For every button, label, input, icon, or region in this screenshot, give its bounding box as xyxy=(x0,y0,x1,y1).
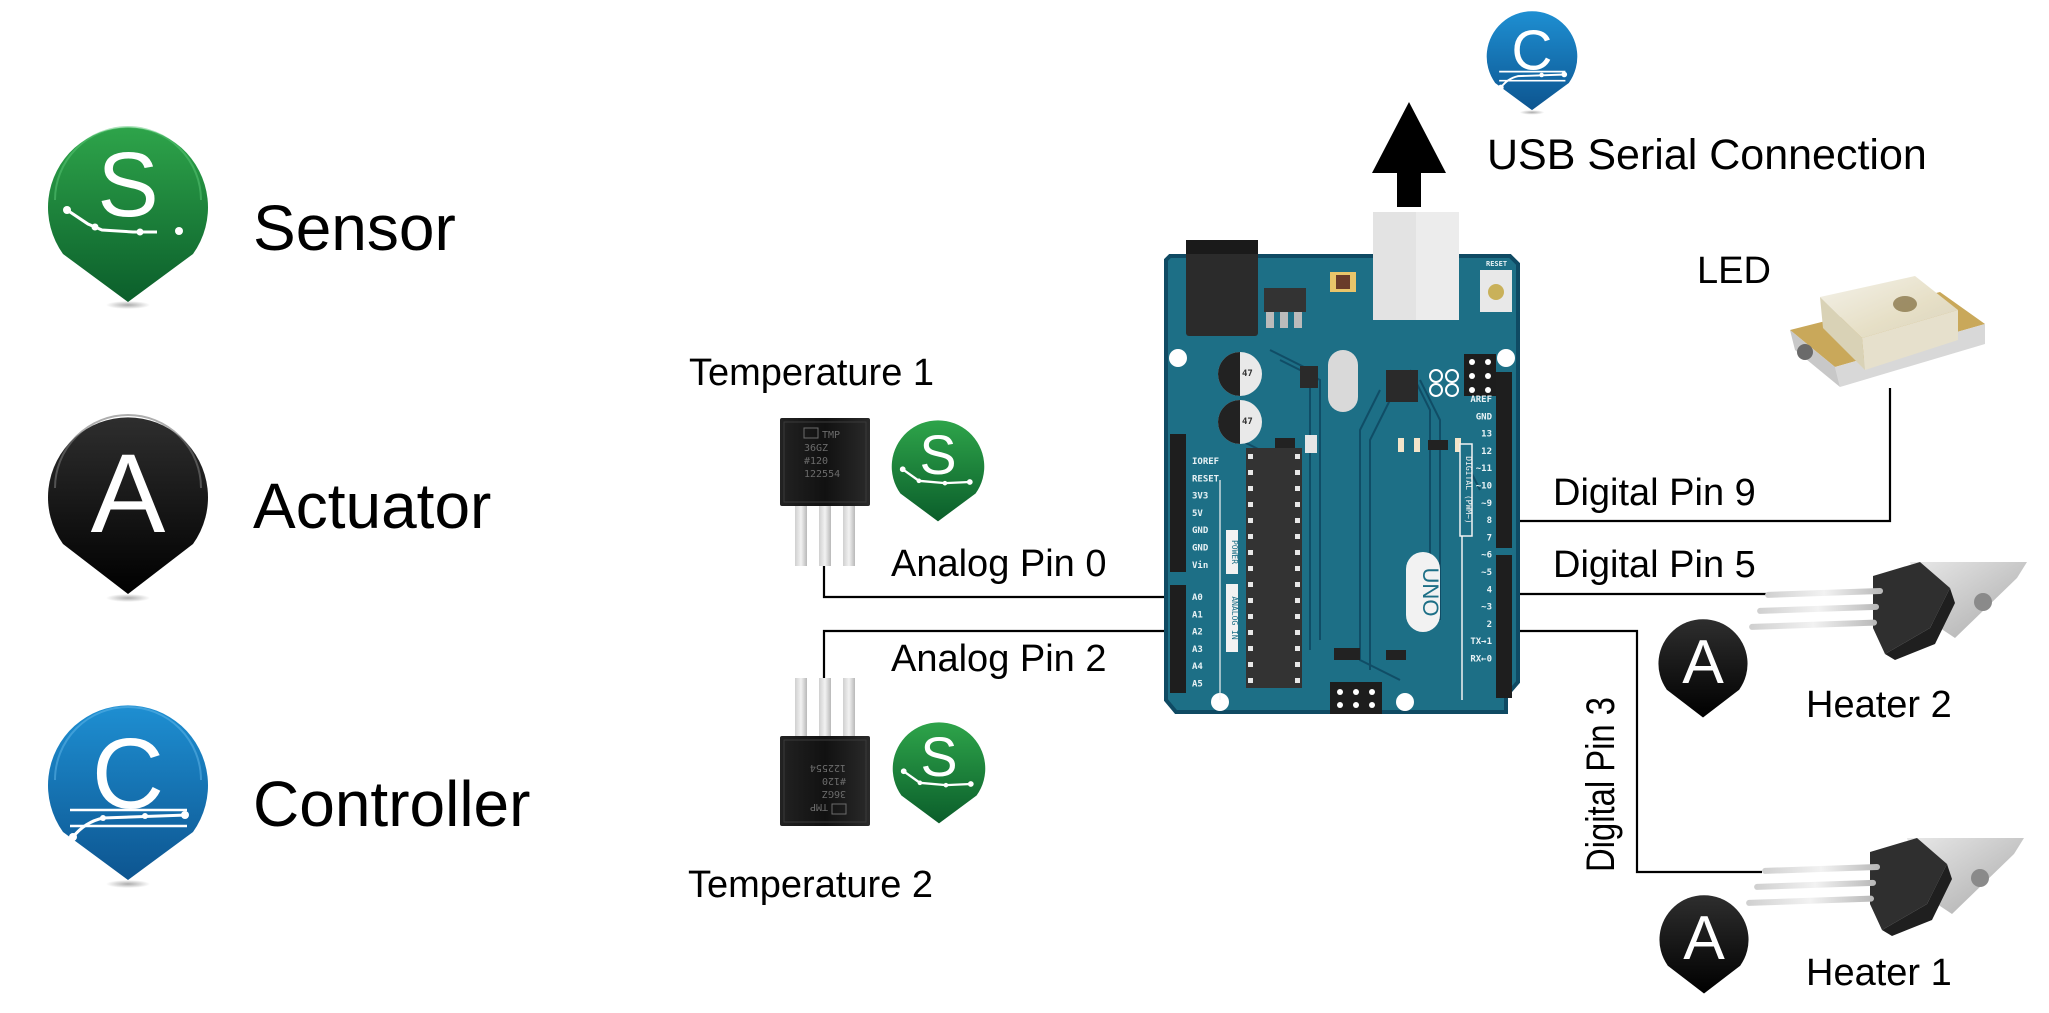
heater-1-transistor[interactable] xyxy=(1746,834,2032,944)
chip-text-line: 36GZ xyxy=(804,443,828,454)
controller-pin-icon: C xyxy=(1486,11,1578,115)
svg-text:C: C xyxy=(92,718,164,830)
header-pin-label: 4 xyxy=(1487,585,1493,595)
sensor-pin-icon: S xyxy=(48,126,209,309)
microcontroller-chip xyxy=(1246,448,1302,688)
header-pin-label: RX←0 xyxy=(1470,655,1492,665)
header-pin-label: ~3 xyxy=(1481,603,1492,613)
header-pin-label: 5V xyxy=(1192,509,1203,519)
header-pin-label: 12 xyxy=(1481,447,1492,457)
header-pin-label: 2 xyxy=(1487,620,1492,630)
header-pin-label: 7 xyxy=(1487,533,1492,543)
tmp36-sensor-1[interactable]: TMP 36GZ #120 122554 xyxy=(780,418,872,568)
actuator-pin-icon: A xyxy=(1659,895,1749,994)
actuator-name-heater-2: Heater 2 xyxy=(1806,684,1952,726)
header-pin-label: A1 xyxy=(1192,610,1203,620)
arduino-uno-board[interactable]: RESET 47 47 UNO IOREFRESET3V35VGNDGNDVin… xyxy=(1160,212,1522,722)
wire-analog-0 xyxy=(822,565,1172,599)
analog-header xyxy=(1170,585,1186,693)
svg-text:47: 47 xyxy=(1242,417,1253,427)
actuator-pin-icon: A xyxy=(1658,619,1748,718)
header-pin-label: GND xyxy=(1476,412,1493,422)
header-pin-label: 13 xyxy=(1481,430,1492,440)
pin-label-analog-2: Analog Pin 2 xyxy=(891,638,1107,680)
board-name-label: UNO xyxy=(1418,568,1443,617)
pin-label-digital-5: Digital Pin 5 xyxy=(1553,544,1756,586)
header-pin-label: A0 xyxy=(1192,593,1203,603)
digital-header-high xyxy=(1496,372,1512,548)
chip-text-line: #120 xyxy=(804,456,828,467)
header-pin-label: GND xyxy=(1192,526,1209,536)
smd-led[interactable] xyxy=(1790,252,1990,388)
sensor-letter: S xyxy=(919,424,956,486)
legend-label-actuator: Actuator xyxy=(253,470,492,542)
controller-pin-icon: C xyxy=(48,705,209,888)
chip-text-line: 122554 xyxy=(804,469,840,480)
header-pin-label: A4 xyxy=(1192,662,1203,672)
svg-text:47: 47 xyxy=(1242,369,1253,379)
actuator-letter: A xyxy=(1683,904,1725,973)
chip-text-line: 36GZ xyxy=(822,788,846,799)
upload-arrow-icon xyxy=(1372,102,1446,207)
sensor-name-temperature-1: Temperature 1 xyxy=(689,352,935,394)
header-pin-label: AREF xyxy=(1470,395,1492,405)
sensor-name-temperature-2: Temperature 2 xyxy=(688,864,934,906)
legend-label-sensor: Sensor xyxy=(253,192,456,264)
wire-digital-3 xyxy=(1505,629,1762,874)
header-pin-label: Vin xyxy=(1192,560,1208,571)
header-pin-label: ~9 xyxy=(1481,499,1492,509)
wire-analog-2 xyxy=(822,629,1172,678)
legend-label-controller: Controller xyxy=(253,768,531,840)
header-pin-label: A5 xyxy=(1192,680,1203,690)
chip-text-line: TMP xyxy=(810,801,828,812)
pin-label-analog-0: Analog Pin 0 xyxy=(891,543,1107,585)
analog-group-label: ANALOG IN xyxy=(1230,596,1239,640)
power-group-label: POWER xyxy=(1230,540,1239,564)
header-pin-label: 8 xyxy=(1487,516,1492,526)
header-pin-label: IOREF xyxy=(1192,457,1219,467)
sensor-letter: S xyxy=(920,726,957,788)
power-pin-labels: IOREF RESET 3V3 5V GND GND Vin xyxy=(1192,457,1220,571)
power-header xyxy=(1170,434,1186,572)
header-pin-label: TX→1 xyxy=(1470,637,1492,647)
sensor-pin-icon: S xyxy=(892,722,986,824)
header-pin-label: A2 xyxy=(1192,628,1203,638)
header-pin-label: A3 xyxy=(1192,645,1203,655)
digital-group-label: DIGITAL (PWM~) xyxy=(1464,456,1473,523)
digital-header-low xyxy=(1496,555,1512,698)
header-pin-label: ~5 xyxy=(1481,568,1492,578)
wire-digital-9 xyxy=(1505,388,1892,523)
chip-text-line: 122554 xyxy=(810,762,846,773)
header-pin-label: ~6 xyxy=(1481,551,1492,561)
svg-text:S: S xyxy=(97,134,158,236)
led-label: LED xyxy=(1697,250,1771,292)
sensor-pin-icon: S xyxy=(891,420,985,522)
header-pin-label: GND xyxy=(1192,544,1209,554)
header-pin-label: ~11 xyxy=(1476,464,1492,474)
actuator-letter: A xyxy=(1682,628,1724,697)
header-pin-label: RESET xyxy=(1192,474,1220,484)
actuator-pin-icon: A xyxy=(48,414,209,602)
pin-label-digital-3: Digital Pin 3 xyxy=(1579,696,1623,872)
heater-2-transistor[interactable] xyxy=(1749,558,2035,668)
reset-label: RESET xyxy=(1486,260,1507,268)
tmp36-sensor-2[interactable]: TMP 36GZ #120 122554 xyxy=(780,678,872,828)
pin-label-digital-9: Digital Pin 9 xyxy=(1553,472,1756,514)
header-pin-label: 3V3 xyxy=(1192,492,1208,502)
svg-text:A: A xyxy=(91,431,166,556)
digital-pin-labels: AREF GND 13 12 ~11 ~10 ~9 8 7 ~6 ~5 4 ~3 2TX→1RX←0 xyxy=(1470,395,1492,665)
header-pin-label: ~10 xyxy=(1476,482,1492,492)
chip-text-line: #120 xyxy=(822,775,846,786)
usb-serial-connection-label: USB Serial Connection xyxy=(1487,131,1927,179)
chip-text-line: TMP xyxy=(822,430,840,441)
actuator-name-heater-1: Heater 1 xyxy=(1806,952,1952,994)
